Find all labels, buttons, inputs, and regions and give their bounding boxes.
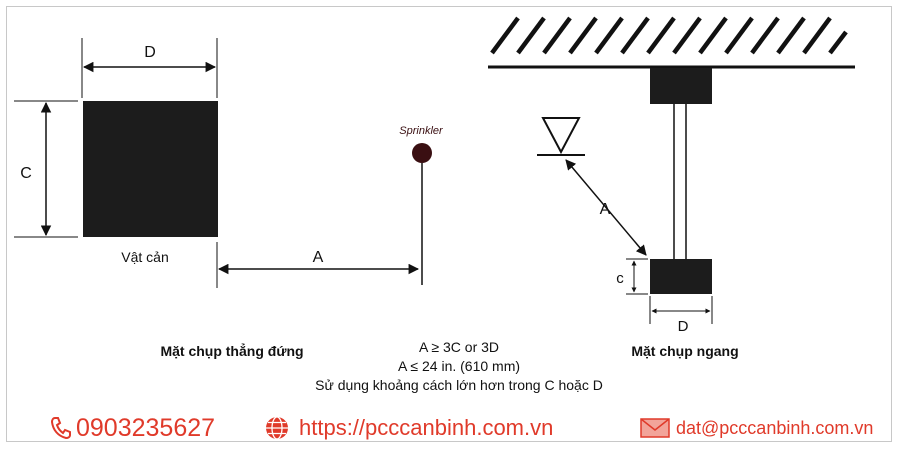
footer-phone[interactable]: 0903235627	[50, 411, 215, 445]
email-link[interactable]: dat@pcccanbinh.com.vn	[676, 417, 874, 438]
footer-website[interactable]: https://pcccanbinh.com.vn	[264, 411, 553, 445]
rule-line-1: A ≥ 3C or 3D	[419, 339, 499, 355]
sprinkler-head	[412, 143, 432, 163]
footer-email[interactable]: dat@pcccanbinh.com.vn	[640, 411, 873, 445]
right-c-label: c	[616, 270, 624, 287]
rule-line-3: Sử dụng khoảng cách lớn hơn trong C hoặc…	[315, 377, 603, 393]
website-link[interactable]: https://pcccanbinh.com.vn	[299, 415, 554, 440]
phone-icon	[50, 417, 71, 440]
plan-view: A c D	[488, 16, 855, 335]
right-d-label: D	[678, 318, 689, 335]
ceiling-hatch	[490, 16, 848, 55]
hanger-top-block	[650, 68, 712, 104]
sprinkler-deflector-icon	[541, 117, 581, 155]
a-label: A	[313, 249, 324, 266]
globe-icon	[266, 416, 288, 440]
rule-line-2: A ≤ 24 in. (610 mm)	[398, 358, 520, 374]
obstruction-label: Vật cản	[121, 249, 168, 265]
right-a-label: A	[600, 201, 611, 218]
phone-number[interactable]: 0903235627	[76, 413, 216, 442]
elevation-view-caption: Mặt chụp thẳng đứng	[160, 342, 303, 359]
sprinkler-label: Sprinkler	[399, 125, 444, 137]
plan-view-caption: Mặt chụp ngang	[631, 343, 738, 359]
obstruction-block-plan	[650, 259, 712, 294]
a-diagonal-arrow	[565, 159, 647, 256]
d-label: D	[144, 44, 156, 61]
c-label: C	[20, 165, 32, 182]
diagram-frame	[6, 6, 892, 442]
elevation-view: D C Vật cản A Sprinkler	[14, 38, 444, 288]
obstruction-block	[83, 101, 218, 237]
mail-icon	[640, 418, 670, 438]
